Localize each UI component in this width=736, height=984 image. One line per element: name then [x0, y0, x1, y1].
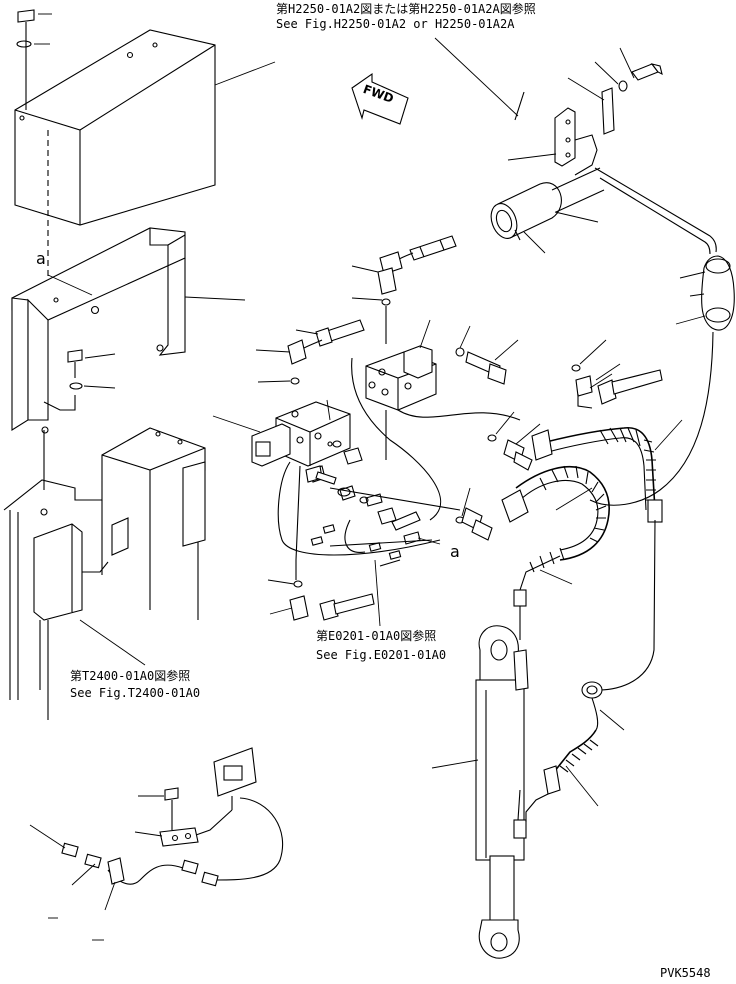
lower-fittings	[267, 357, 521, 621]
accumulator	[490, 167, 605, 254]
top-reference-en: See Fig.H2250-01A2 or H2250-01A2A	[276, 17, 515, 31]
bolt-top-left	[16, 9, 52, 110]
fwd-arrow	[351, 72, 409, 125]
right-fittings	[455, 339, 663, 541]
hose-middle	[501, 465, 610, 607]
inline-filter	[589, 255, 735, 506]
valve-block-upper	[365, 319, 519, 460]
left-reference-en: See Fig.T2400-01A0	[70, 686, 201, 700]
marker-a-upper: a	[36, 249, 46, 268]
middle-reference-jp: 第E0201-01A0図参照	[316, 629, 437, 643]
bolts-center	[305, 465, 369, 504]
bracket-frame	[11, 227, 246, 490]
top-reference-jp: 第H2250-01A2図または第H2250-01A2A図参照	[276, 2, 536, 16]
cover-box	[14, 29, 276, 290]
top-clamp	[507, 47, 663, 176]
switch-harness	[29, 747, 284, 941]
left-reference-jp: 第T2400-01A0図参照	[70, 669, 191, 683]
hydraulic-cylinder	[431, 625, 529, 959]
fittings-center	[255, 235, 457, 385]
middle-reference-en: See Fig.E0201-01A0	[316, 648, 447, 662]
marker-a-lower: a	[450, 542, 460, 561]
hose-upper	[531, 419, 683, 523]
hose-lower-right	[525, 681, 625, 822]
bolt-bracket	[67, 349, 116, 390]
sensor-cables	[277, 461, 441, 627]
valve-block-lower	[212, 399, 363, 467]
drawing-code: PVK5548	[660, 966, 711, 980]
machine-body	[3, 427, 206, 720]
